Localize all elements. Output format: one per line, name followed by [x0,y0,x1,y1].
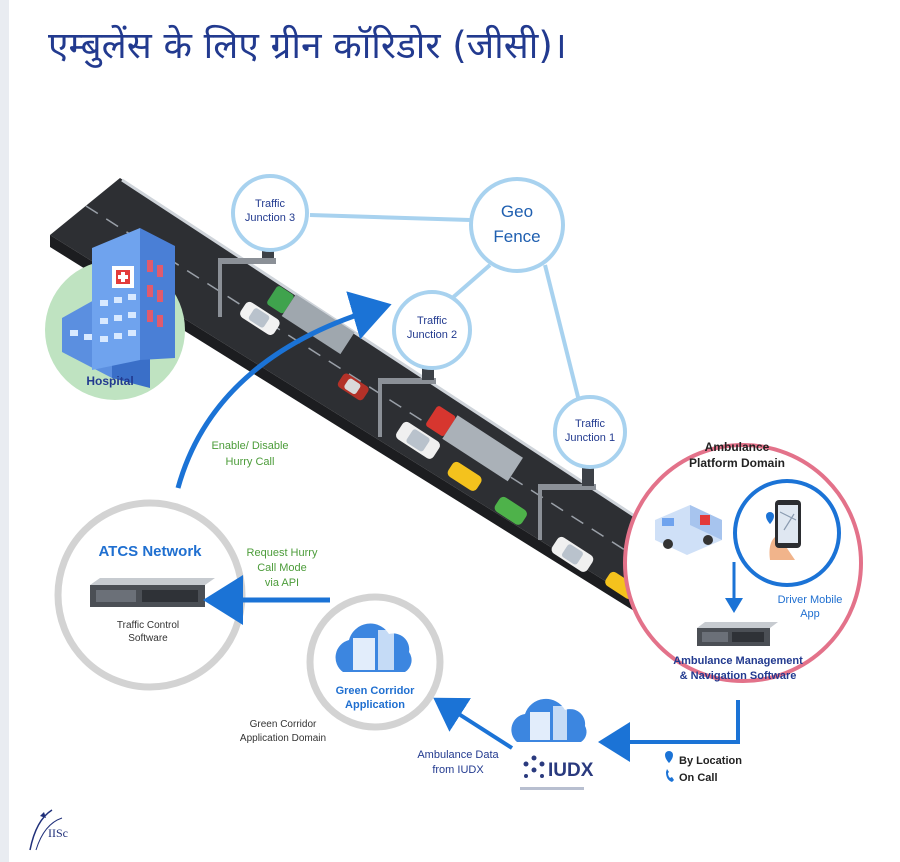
junction-2: Traffic Junction 2 [392,290,472,370]
green-app-line1: Green Corridor [336,685,416,697]
junction3-line1: Traffic [255,198,285,210]
ambulance-domain-line2: Platform Domain [689,456,785,470]
geofence-line1: Geo [501,202,533,221]
vehicles [240,286,637,599]
ambulance-data-line1: Ambulance Data [417,749,499,761]
enable-call-arrow [175,291,392,489]
junction1-line1: Traffic [575,418,605,430]
geofence-line2: Fence [493,227,540,246]
by-location-label: By Location [679,755,742,767]
green-corridor-app: Green Corridor Application [306,593,444,731]
car-green [494,496,527,525]
atcs-title: ATCS Network [98,543,202,560]
enable-call-line2: Hurry Call [226,456,275,468]
driver-app-line2: App [800,608,820,620]
hospital: Hospital [45,228,185,400]
ambulance-mgmt-line1: Ambulance Management [673,655,803,667]
page-title: एम्बुलेंस के लिए ग्रीन कॉरिडोर (जीसी)। [48,24,567,67]
atcs-server [90,578,215,607]
junction1-line2: Junction 1 [565,432,615,444]
truck-red [426,406,523,482]
junction2-line2: Junction 2 [407,329,457,341]
iisc-logo [29,809,63,851]
iudx-to-app-arrow [433,697,514,750]
ambulance-icon [655,505,722,555]
iisc-logo-text: IISc [48,826,68,840]
request-line3: via API [265,577,299,589]
driver-phone-icon [733,479,841,587]
junction-3: Traffic Junction 3 [231,174,309,252]
car-white [240,301,280,335]
junction-1: Traffic Junction 1 [553,395,627,469]
green-domain-line1: Green Corridor [250,719,317,730]
on-call-label: On Call [679,772,718,784]
ambulance-data-line2: from IUDX [432,764,484,776]
green-app-line2: Application [345,699,405,711]
atcs-software-line1: Traffic Control [117,620,179,631]
junction3-line2: Junction 3 [245,212,295,224]
left-rule [0,0,9,862]
request-line2: Call Mode [257,562,307,574]
phone-icon [666,769,674,782]
truck-green [267,286,355,355]
geo-fence: Geo Fence [469,177,565,273]
ambulance-server [697,622,778,646]
iudx-label: IUDX [548,760,594,781]
iudx-logo-icon [523,755,545,778]
ambulance-mgmt-line2: & Navigation Software [680,670,797,682]
enable-call-line1: Enable/ Disable [211,440,288,452]
green-domain-line2: Application Domain [240,733,326,744]
ambulance-domain: Ambulance Platform Domain Driver Mobile … [623,440,863,683]
ambulance-to-iudx-arrow [598,700,740,762]
car-yellow [447,461,482,491]
atcs-software-line2: Software [128,633,168,644]
iudx: IUDX [511,698,594,790]
hospital-label: Hospital [86,374,133,388]
driver-app-line1: Driver Mobile [778,594,843,606]
geofence-connectors [309,213,582,406]
car-red [337,373,369,401]
car-white-3 [551,536,594,572]
ambulance-domain-line1: Ambulance [705,440,770,454]
car-white-2 [396,421,440,459]
atcs-network: ATCS Network Traffic Control Software [54,499,246,691]
location-pin-icon [665,751,673,763]
junction2-line1: Traffic [417,315,447,327]
request-line1: Request Hurry [247,547,318,559]
